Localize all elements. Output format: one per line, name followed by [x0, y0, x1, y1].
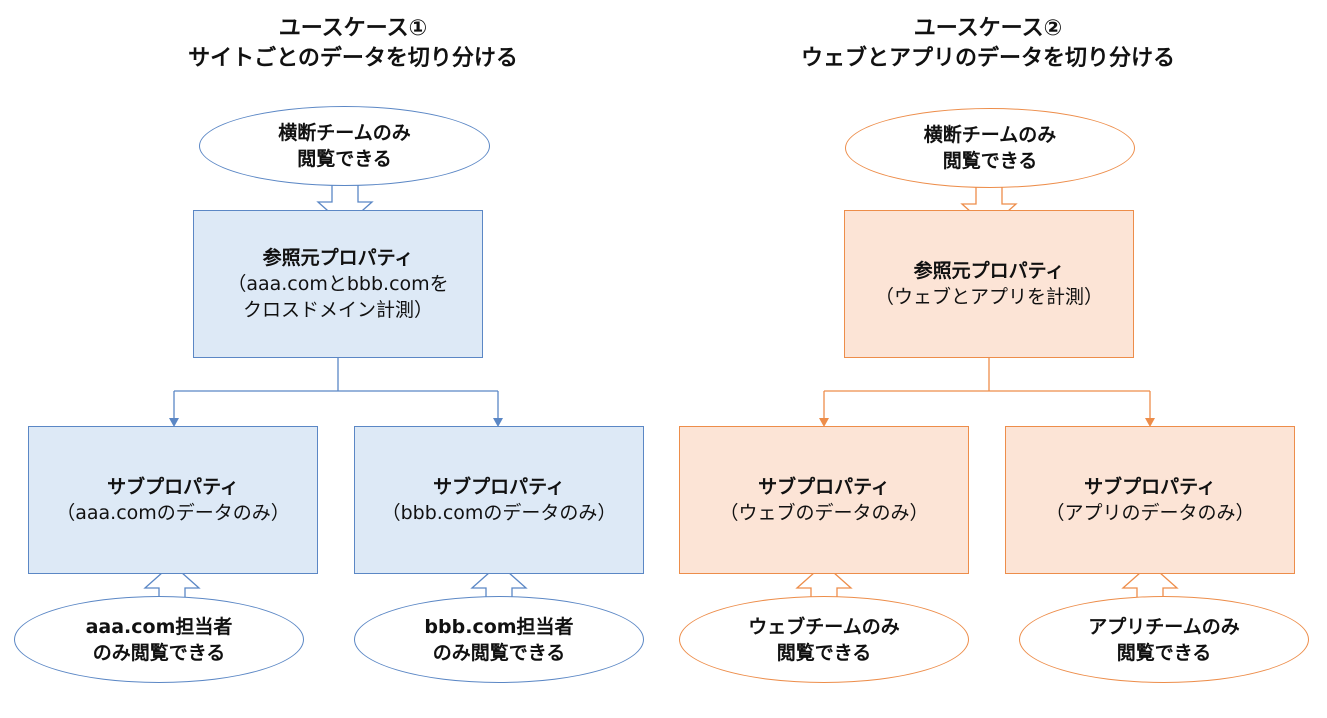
uc2-viewer-right-line1: アプリチームのみ [1088, 615, 1240, 638]
uc2-sub-property-right-desc: （アプリのデータのみ） [1045, 502, 1255, 524]
uc1-left-arrowhead [169, 418, 179, 427]
uc2-viewer-left-line1: ウェブチームのみ [748, 615, 900, 638]
uc2-sub-property-left-title: サブプロパティ [758, 476, 890, 498]
uc1-viewer-right: bbb.com担当者 のみ閲覧できる [354, 596, 644, 683]
uc1-right-arrowhead [493, 418, 503, 427]
uc1-sub-property-left-box: サブプロパティ （aaa.comのデータのみ） [28, 426, 318, 574]
uc2-sub-property-right-title: サブプロパティ [1084, 476, 1216, 498]
uc1-sub-property-right-box: サブプロパティ （bbb.comのデータのみ） [354, 426, 644, 574]
uc1-sub-property-right-desc: （bbb.comのデータのみ） [381, 502, 617, 524]
uc1-title-line1: ユースケース① [278, 16, 428, 41]
uc2-cross-team-viewer-line2: 閲覧できる [942, 150, 1038, 172]
uc1-connectors [173, 358, 499, 420]
uc2-title: ユースケース② ウェブとアプリのデータを切り分ける [728, 14, 1248, 74]
uc2-right-arrowhead [1145, 418, 1155, 427]
uc1-viewer-left-line1: aaa.com担当者 [85, 615, 233, 638]
uc2-viewer-left: ウェブチームのみ 閲覧できる [679, 596, 969, 683]
uc1-cross-team-viewer: 横断チームのみ 閲覧できる [199, 106, 490, 186]
uc2-cross-team-viewer-line1: 横断チームのみ [923, 124, 1057, 146]
uc1-source-property-line1: （aaa.comとbbb.comを [227, 273, 449, 295]
uc2-source-property-line1: （ウェブとアプリを計測） [874, 286, 1103, 308]
uc1-viewer-left: aaa.com担当者 のみ閲覧できる [14, 596, 304, 683]
uc2-title-line1: ユースケース② [913, 16, 1063, 41]
uc1-sub-property-right-title: サブプロパティ [433, 476, 565, 498]
uc2-left-arrowhead [819, 418, 829, 427]
uc1-viewer-right-line2: のみ閲覧できる [432, 641, 566, 664]
uc2-sub-property-right-box: サブプロパティ （アプリのデータのみ） [1005, 426, 1295, 574]
uc1-viewer-left-line2: のみ閲覧できる [92, 641, 226, 664]
uc1-cross-team-viewer-line2: 閲覧できる [297, 148, 392, 170]
uc2-viewer-left-line2: 閲覧できる [776, 641, 872, 664]
uc1-source-property-box: 参照元プロパティ （aaa.comとbbb.comを クロスドメイン計測） [193, 210, 483, 358]
uc1-title: ユースケース① サイトごとのデータを切り分ける [93, 14, 613, 74]
uc2-connectors [823, 358, 1151, 420]
uc2-viewer-right-line2: 閲覧できる [1116, 641, 1212, 664]
uc2-sub-property-left-desc: （ウェブのデータのみ） [719, 502, 929, 524]
uc2-title-line2: ウェブとアプリのデータを切り分ける [800, 46, 1175, 71]
uc1-viewer-right-line1: bbb.com担当者 [424, 615, 574, 638]
uc2-source-property-title: 参照元プロパティ [913, 260, 1065, 282]
uc2-viewer-right: アプリチームのみ 閲覧できる [1019, 596, 1309, 683]
uc1-source-property-title: 参照元プロパティ [262, 247, 414, 269]
uc1-cross-team-viewer-line1: 横断チームのみ [278, 122, 411, 144]
uc2-source-property-box: 参照元プロパティ （ウェブとアプリを計測） [844, 210, 1134, 358]
uc1-title-line2: サイトごとのデータを切り分ける [188, 46, 518, 71]
uc1-sub-property-left-title: サブプロパティ [107, 476, 239, 498]
uc1-sub-property-left-desc: （aaa.comのデータのみ） [56, 502, 290, 524]
uc2-cross-team-viewer: 横断チームのみ 閲覧できる [845, 108, 1135, 188]
uc2-sub-property-left-box: サブプロパティ （ウェブのデータのみ） [679, 426, 969, 574]
uc1-source-property-line2: クロスドメイン計測） [242, 299, 433, 321]
